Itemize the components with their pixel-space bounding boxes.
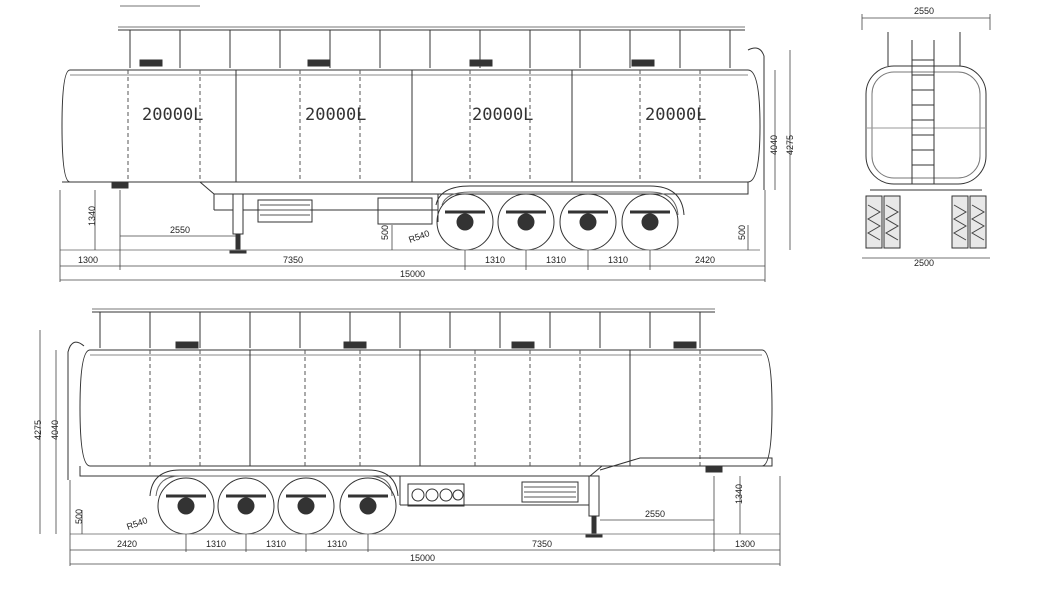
dim-overall-height-top: 4275 (785, 135, 795, 155)
end-view (861, 14, 991, 259)
compartment-label-1: 20000L (142, 105, 203, 125)
dim-wheel-radius-bottom: R540 (125, 515, 149, 532)
compartment-label-4: 20000L (645, 105, 706, 125)
dim-frame-height-rear-top: 500 (737, 225, 747, 240)
dim-overall-height-bottom: 4275 (33, 420, 43, 440)
dim-rear-overhang-bottom: 2420 (117, 539, 137, 549)
wheels-top (436, 193, 679, 251)
dim-overall-length-bottom: 15000 (410, 553, 435, 563)
dim-kingpin-to-axle-bottom: 7350 (532, 539, 552, 549)
landing-gear-bottom (585, 475, 603, 538)
compartment-label-2: 20000L (305, 105, 366, 125)
end-ladder (911, 40, 935, 184)
dim-rear-overhang-top: 2420 (695, 255, 715, 265)
dimension-lines-top (59, 5, 791, 282)
cabinet-top (377, 197, 433, 225)
manholes-top (139, 59, 655, 67)
dim-front-overhang-top: 1300 (78, 255, 98, 265)
tank-body-bottom (79, 349, 773, 467)
dim-axle-spacing-3-top: 1310 (608, 255, 628, 265)
fender-bottom (149, 469, 399, 497)
manholes-bottom (175, 341, 697, 349)
handrail-top (118, 26, 745, 68)
end-view-top-width: 2550 (914, 6, 934, 16)
dim-kingpin-offset-bottom: 2550 (645, 509, 665, 519)
dim-wheel-radius-top: R540 (407, 228, 431, 245)
dim-tank-height-bottom: 4040 (50, 420, 60, 440)
chassis-bottom (79, 457, 773, 477)
toolbox-bottom (521, 481, 579, 503)
fender-top (435, 185, 685, 216)
dim-axle-spacing-1-bottom: 1310 (206, 539, 226, 549)
side-view-bottom (39, 308, 781, 566)
tank-cross-section (865, 65, 987, 185)
dim-axle-spacing-1-top: 1310 (485, 255, 505, 265)
dim-tank-height-top: 4040 (769, 135, 779, 155)
toolbox-top (257, 199, 313, 223)
tank-body-top (61, 69, 761, 183)
side-view-top: 20000L 20000L 20000L 20000L (59, 5, 791, 282)
dim-texts-bottom: 4275 4040 500 R540 2550 1340 2420 1310 1… (33, 420, 755, 563)
dim-overall-length-top: 15000 (400, 269, 425, 279)
front-vent-pipe (67, 341, 85, 480)
compartment-label-3: 20000L (472, 105, 533, 125)
dim-axle-spacing-2-top: 1310 (546, 255, 566, 265)
dim-front-overhang-bottom: 1300 (735, 539, 755, 549)
dim-kingpin-height-top: 1340 (87, 206, 97, 226)
end-wheels (865, 195, 987, 249)
dim-axle-spacing-2-bottom: 1310 (266, 539, 286, 549)
dim-kingpin-height-bottom: 1340 (734, 484, 744, 504)
baffle-lines-top (127, 70, 701, 182)
landing-gear-top (229, 193, 247, 254)
rear-vent-pipe (747, 47, 765, 190)
valve-box-bottom (407, 483, 465, 507)
dim-kingpin-offset-top: 2550 (170, 225, 190, 235)
dim-frame-height-bottom: 500 (74, 509, 84, 524)
dim-axle-spacing-3-bottom: 1310 (327, 539, 347, 549)
wheels-bottom (157, 477, 397, 535)
dim-frame-height-mid-top: 500 (380, 225, 390, 240)
dim-texts-top: 1340 2550 1300 7350 1310 1310 1310 2420 … (78, 135, 795, 279)
dim-kingpin-to-axle-top: 7350 (283, 255, 303, 265)
handrail-bottom (92, 308, 715, 348)
dimension-lines-bottom (39, 330, 781, 566)
kingpin-top (111, 181, 129, 189)
end-view-bottom-width: 2500 (914, 258, 934, 268)
kingpin-bottom (705, 465, 723, 473)
